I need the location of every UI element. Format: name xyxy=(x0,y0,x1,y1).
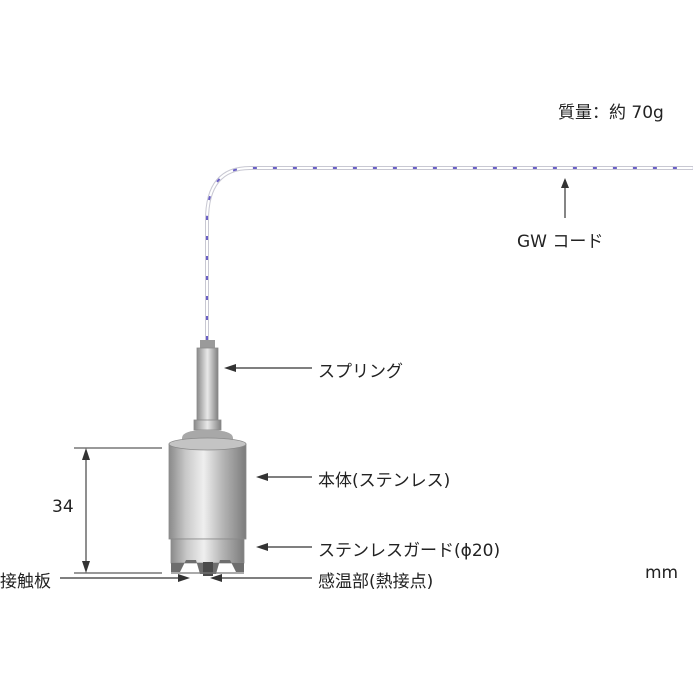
stainless-guard xyxy=(170,538,245,576)
leader-arrows xyxy=(60,364,312,582)
sensor-label: 感温部(熱接点) xyxy=(318,572,434,592)
guard-label: ステンレスガード(ϕ20) xyxy=(318,541,501,561)
cord-arrow xyxy=(561,178,569,218)
cord-label: GW コード xyxy=(517,232,604,252)
contact-plate-label: 接触板 xyxy=(0,572,51,592)
body-label: 本体(ステンレス) xyxy=(318,471,451,491)
gw-cord xyxy=(205,166,693,340)
weight-label: 質量：約 70g xyxy=(558,103,664,123)
unit-label: mm xyxy=(645,563,679,583)
stainless-body xyxy=(168,430,247,540)
dimension-34 xyxy=(74,447,162,574)
spring-label: スプリング xyxy=(318,362,403,382)
spring-tube xyxy=(193,340,222,431)
dimension-value: 34 xyxy=(52,497,74,517)
